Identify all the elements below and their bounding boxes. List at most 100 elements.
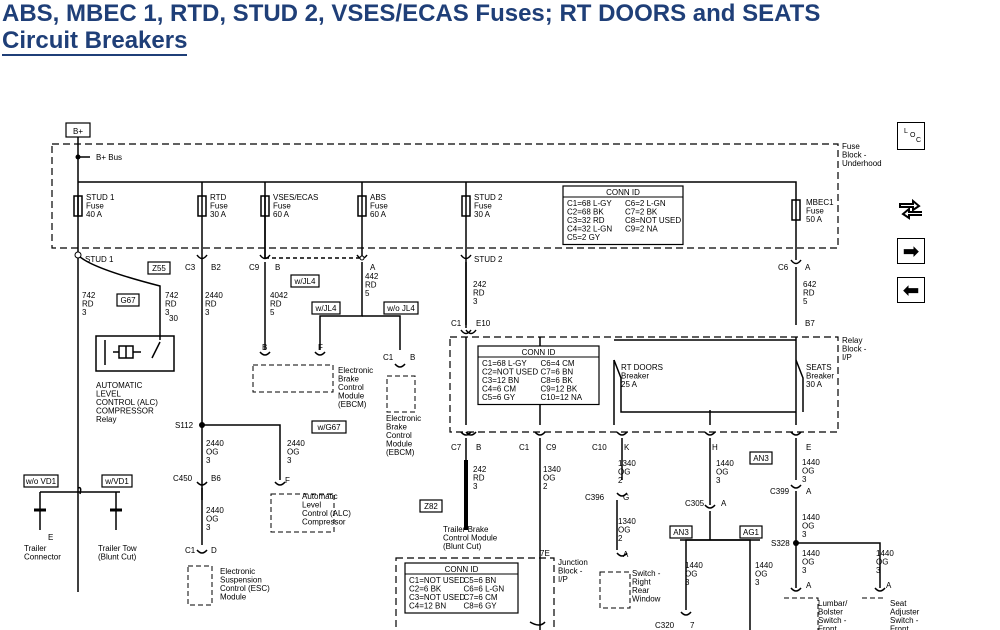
- w2440d-line-0: 2440: [206, 506, 224, 515]
- w442-line-1: RD: [365, 281, 377, 290]
- b7-label: B7: [805, 319, 815, 328]
- w1440a-line-2: 3: [716, 476, 721, 485]
- w242b-line-2: 3: [473, 482, 478, 491]
- c1c-label: C1: [185, 546, 196, 555]
- fuse-3-line-1: Fuse: [370, 202, 388, 211]
- lumbar-line-0: Lumbar/: [818, 599, 848, 608]
- h-label: H: [712, 443, 718, 452]
- w242a-line-0: 242: [473, 280, 487, 289]
- w242b-line-0: 242: [473, 465, 487, 474]
- b-label-3: B: [410, 353, 415, 362]
- conn-id-top-col2-line-0: C6=2 L-GN: [625, 199, 666, 208]
- lumbar-line-2: Switch -: [818, 616, 847, 625]
- w1440d-line-2: 3: [685, 578, 690, 587]
- a-label-2: A: [370, 263, 376, 272]
- e-label: E: [48, 533, 53, 542]
- alc-comp-line-3: Compressor: [302, 518, 346, 527]
- w1440c-line-1: OG: [802, 522, 814, 531]
- b-label-4: B: [476, 443, 481, 452]
- w2440a-line-1: RD: [205, 300, 217, 309]
- w1440e-line-0: 1440: [755, 561, 773, 570]
- alc-relay-line-2: CONTROL (ALC): [96, 398, 158, 407]
- fuse-1-line-1: Fuse: [210, 202, 228, 211]
- junction-block-label-line-0: Junction: [558, 558, 588, 567]
- w2440c-line-1: OG: [287, 448, 299, 457]
- w2440a-line-2: 3: [205, 308, 210, 317]
- conn-id-mid-col2-line-2: C8=6 BK: [541, 376, 574, 385]
- w4042-line-0: 4042: [270, 291, 288, 300]
- w442-line-2: 5: [365, 289, 370, 298]
- arrow-left-icon[interactable]: ⬅: [897, 277, 925, 303]
- w1440f-line-1: OG: [802, 558, 814, 567]
- e2-label: E: [806, 443, 811, 452]
- trailer-brake-line-0: Trailer Brake: [443, 525, 489, 534]
- k-label: K: [624, 443, 630, 452]
- f2-label: F: [285, 476, 290, 485]
- w742b-line-1: RD: [165, 300, 177, 309]
- w2440b-line-0: 2440: [206, 439, 224, 448]
- switch-rr-line-1: Right: [632, 578, 651, 587]
- w742-line-2: 3: [82, 308, 87, 317]
- alc-comp-line-0: Automatic: [302, 492, 338, 501]
- seat-adj-line-0: Seat: [890, 599, 907, 608]
- w1340a-line-1: OG: [543, 474, 555, 483]
- trailer-conn-line-0: Trailer: [24, 544, 47, 553]
- w1440f-line-0: 1440: [802, 549, 820, 558]
- wojl4: w/o JL4: [386, 304, 415, 313]
- an3b-label-box: [669, 525, 693, 539]
- conn-id-top: [562, 185, 684, 246]
- arrow-right-icon[interactable]: ➡: [897, 238, 925, 264]
- b-label: B: [275, 263, 280, 272]
- w1340c-line-2: 2: [618, 534, 623, 543]
- conn-id-top-col2-line-2: C8=NOT USED: [625, 216, 681, 225]
- w742-line-1: RD: [82, 300, 94, 309]
- seats-line-1: Breaker: [806, 372, 834, 381]
- c3-label: C3: [185, 263, 196, 272]
- loc-icon[interactable]: L O C: [897, 122, 925, 150]
- rt-doors-line-2: 25 A: [621, 380, 638, 389]
- a5-label: A: [806, 581, 812, 590]
- page-title-line-1: ABS, MBEC 1, RTD, STUD 2, VSES/ECAS Fuse…: [2, 0, 821, 27]
- c9b-label: C9: [546, 443, 557, 452]
- wojl4-box: [383, 301, 419, 315]
- seven-label: 7: [690, 621, 695, 630]
- conn-id-top-col1-line-1: C2=68 BK: [567, 208, 604, 217]
- fuse-4-line-1: Fuse: [474, 202, 492, 211]
- switch-rr-line-0: Switch -: [632, 569, 661, 578]
- fuse-4-line-0: STUD 2: [474, 193, 503, 202]
- wg67-label-box: [311, 420, 347, 434]
- w1340c-line-0: 1340: [618, 517, 636, 526]
- conn-id-top-col2-line-3: C9=2 NA: [625, 225, 658, 234]
- seat-adj-line-1: Adjuster: [890, 608, 920, 617]
- w1340c-line-1: OG: [618, 526, 630, 535]
- ebcm2-line-4: (EBCM): [386, 448, 415, 457]
- relay-block-label-line-2: I/P: [842, 353, 852, 362]
- an3b-label: AN3: [673, 528, 689, 537]
- wjl4-a-box: [290, 274, 320, 288]
- fuse-block-label-line-0: Fuse: [842, 142, 860, 151]
- a-label: A: [805, 263, 811, 272]
- conn-id-mid-col1-line-1: C2=NOT USED: [482, 368, 538, 377]
- w4042-line-2: 5: [270, 308, 275, 317]
- wjl4-b: w/JL4: [315, 304, 337, 313]
- c450-label: C450: [173, 474, 193, 483]
- w1440b-line-1: OG: [802, 467, 814, 476]
- seats-line-2: 30 A: [806, 380, 823, 389]
- wovd1: w/o VD1: [25, 477, 57, 486]
- b-label-2: B: [262, 343, 267, 352]
- trailer-conn-line-1: Connector: [24, 553, 61, 562]
- swap-icon-graphic: [899, 198, 922, 220]
- conn-id-top-head: CONN ID: [606, 188, 640, 197]
- swap-icon[interactable]: [897, 195, 925, 221]
- alc-relay-line-1: LEVEL: [96, 390, 121, 399]
- g-label: G: [623, 493, 629, 502]
- stud2-label: STUD 2: [474, 255, 503, 264]
- w1440b-line-2: 3: [802, 475, 807, 484]
- alc-comp-line-1: Level: [302, 501, 321, 510]
- w1440d-line-0: 1440: [685, 561, 703, 570]
- seat-adj-line-2: Switch -: [890, 616, 919, 625]
- loc-letter-l: L: [904, 128, 908, 135]
- w1440g-line-2: 3: [876, 566, 881, 575]
- w242a-line-2: 3: [473, 297, 478, 306]
